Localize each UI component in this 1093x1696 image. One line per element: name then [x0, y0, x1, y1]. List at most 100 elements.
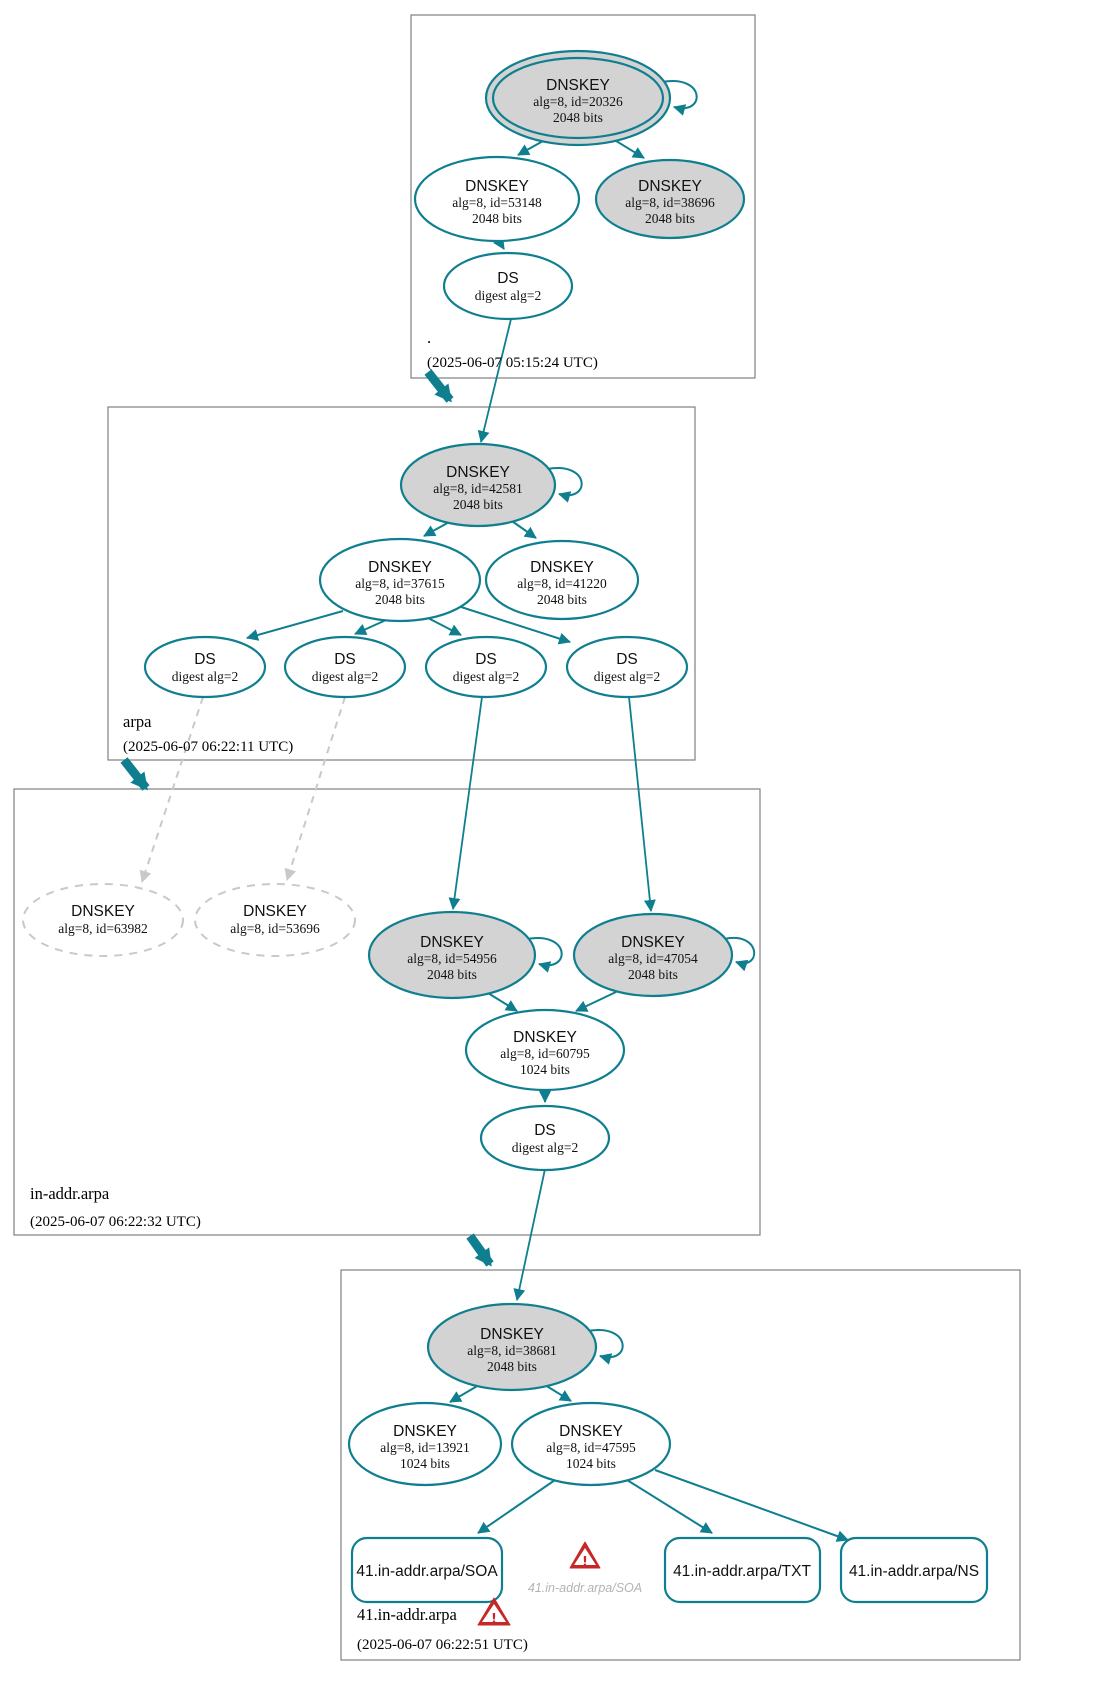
41-in-addr-arpa-zone-content: DNSKEY alg=8, id=38681 2048 bits DNSKEY …: [347, 1302, 989, 1653]
zone-box-arpa: [107, 406, 696, 761]
dnskey-node-arpa-42581[interactable]: DNSKEY alg=8, id=42581 2048 bits: [399, 442, 557, 528]
delegation-arrow-root-to-arpa: [424, 369, 454, 403]
rrset-node-txt[interactable]: 41.in-addr.arpa/TXT: [663, 1536, 822, 1604]
dnskey-node-inaddr-60795[interactable]: DNSKEY alg=8, id=60795 1024 bits: [464, 1008, 626, 1092]
node-detail: alg=8, id=42581: [433, 481, 522, 496]
dnskey-node-inaddr-47054[interactable]: DNSKEY alg=8, id=47054 2048 bits: [572, 912, 734, 998]
edge-root-zsk-to-ds: [493, 236, 505, 250]
node-bits: 2048 bits: [537, 592, 587, 607]
dnskey-node-arpa-41220[interactable]: DNSKEY alg=8, id=41220 2048 bits: [484, 539, 640, 621]
rrset-missing-label: 41.in-addr.arpa/SOA: [528, 1581, 642, 1595]
dnskey-node-41-38681[interactable]: DNSKEY alg=8, id=38681 2048 bits: [426, 1302, 598, 1392]
node-title: DS: [194, 651, 216, 668]
node-detail: alg=8, id=37615: [355, 576, 445, 591]
ds-node-inaddr[interactable]: DS digest alg=2: [479, 1104, 611, 1172]
edge-41-zsk2-to-txt: [626, 1479, 713, 1534]
rrset-node-ns[interactable]: 41.in-addr.arpa/NS: [839, 1536, 989, 1604]
zone-label-root: .: [427, 328, 431, 347]
ds-node-arpa-1[interactable]: DS digest alg=2: [143, 635, 267, 699]
node-bits: 2048 bits: [487, 1359, 537, 1374]
node-detail: digest alg=2: [594, 669, 660, 684]
node-detail: digest alg=2: [453, 669, 519, 684]
node-detail: alg=8, id=54956: [407, 951, 497, 966]
node-bits: 2048 bits: [628, 967, 678, 982]
edge-arpa-ds1-to-missing-dnskey-63982: [139, 696, 204, 883]
edge-arpa-ds2-to-missing-dnskey-53696: [284, 696, 346, 881]
node-title: DNSKEY: [513, 1029, 577, 1046]
node-title: DNSKEY: [546, 77, 610, 94]
node-bits: 1024 bits: [400, 1456, 450, 1471]
self-loop-41-ksk: [587, 1328, 624, 1365]
edge-inaddr-ds-to-41-ksk: [513, 1168, 546, 1301]
zone-label-in-addr-arpa: in-addr.arpa: [30, 1184, 110, 1203]
node-detail: alg=8, id=53148: [452, 195, 542, 210]
root-zone-content: DNSKEY alg=8, id=20326 2048 bits DNSKEY …: [413, 49, 746, 371]
edge-arpa-ds3-to-inaddr-ksk-54956: [448, 696, 483, 910]
rrset-label: 41.in-addr.arpa/TXT: [673, 1563, 811, 1580]
node-title: DNSKEY: [420, 934, 484, 951]
dnskey-node-root-20326[interactable]: DNSKEY alg=8, id=20326 2048 bits: [484, 49, 672, 147]
svg-text:!: !: [491, 1612, 497, 1627]
ds-node-root[interactable]: DS digest alg=2: [442, 251, 574, 321]
node-detail: alg=8, id=41220: [517, 576, 607, 591]
edge-arpa-zsk1-to-ds4: [457, 605, 571, 645]
zone-label-arpa: arpa: [123, 712, 152, 731]
node-bits: 2048 bits: [453, 497, 503, 512]
node-title: DS: [616, 651, 638, 668]
missing-dnskey-node-53696[interactable]: DNSKEY alg=8, id=53696: [194, 883, 356, 957]
node-title: DNSKEY: [530, 559, 594, 576]
self-loop-root-ksk: [661, 79, 698, 116]
self-loop-inaddr-ksk2: [723, 936, 756, 972]
node-bits: 1024 bits: [566, 1456, 616, 1471]
edge-root-ds-to-arpa-ksk: [477, 318, 512, 443]
dnskey-node-root-53148[interactable]: DNSKEY alg=8, id=53148 2048 bits: [413, 155, 581, 243]
node-title: DS: [475, 651, 497, 668]
rrset-node-soa[interactable]: 41.in-addr.arpa/SOA: [350, 1536, 504, 1604]
dnskey-node-41-13921[interactable]: DNSKEY alg=8, id=13921 1024 bits: [347, 1401, 503, 1487]
warning-triangle-icon: !: [569, 1541, 601, 1570]
zone-timestamp-root: (2025-06-07 05:15:24 UTC): [427, 355, 598, 371]
node-title: DS: [334, 651, 356, 668]
zone-timestamp-arpa: (2025-06-07 06:22:11 UTC): [123, 739, 293, 755]
zone-warning-triangle-icon: !: [477, 1597, 511, 1627]
ds-node-arpa-2[interactable]: DS digest alg=2: [283, 635, 407, 699]
in-addr-arpa-zone-content: DNSKEY alg=8, id=63982 DNSKEY alg=8, id=…: [22, 883, 756, 1230]
dnskey-node-inaddr-54956[interactable]: DNSKEY alg=8, id=54956 2048 bits: [367, 910, 537, 1000]
node-title: DNSKEY: [393, 1423, 457, 1440]
node-title: DS: [534, 1122, 556, 1139]
edge-41-zsk2-to-soa: [477, 1479, 556, 1534]
node-detail: alg=8, id=47595: [546, 1440, 636, 1455]
edge-arpa-zsk1-to-ds3: [427, 617, 462, 636]
edge-inaddr-ksk1-to-zsk: [487, 992, 518, 1012]
node-bits: 2048 bits: [427, 967, 477, 982]
ds-node-arpa-4[interactable]: DS digest alg=2: [565, 635, 689, 699]
ds-node-arpa-3[interactable]: DS digest alg=2: [424, 635, 548, 699]
dnskey-node-41-47595[interactable]: DNSKEY alg=8, id=47595 1024 bits: [510, 1401, 672, 1487]
dnskey-node-arpa-37615[interactable]: DNSKEY alg=8, id=37615 2048 bits: [318, 537, 482, 623]
node-detail: digest alg=2: [512, 1140, 578, 1155]
edge-inaddr-ksk2-to-zsk: [575, 991, 617, 1012]
zone-box-in-addr-arpa: [13, 788, 761, 1236]
edge-41-zsk2-to-ns: [654, 1469, 849, 1542]
node-bits: 2048 bits: [553, 110, 603, 125]
delegation-arrow-in-addr-to-41: [466, 1233, 494, 1267]
zone-timestamp-in-addr-arpa: (2025-06-07 06:22:32 UTC): [30, 1214, 201, 1230]
node-title: DNSKEY: [480, 1326, 544, 1343]
zone-timestamp-41-in-addr-arpa: (2025-06-07 06:22:51 UTC): [357, 1637, 528, 1653]
self-loop-arpa-ksk: [546, 466, 583, 503]
edge-41-ksk-to-zsk2: [544, 1384, 572, 1402]
node-title: DNSKEY: [243, 903, 307, 920]
node-title: DNSKEY: [621, 934, 685, 951]
node-title: DNSKEY: [71, 903, 135, 920]
rrset-label: 41.in-addr.arpa/NS: [849, 1563, 979, 1580]
node-detail: digest alg=2: [312, 669, 378, 684]
rrset-node-soa-missing[interactable]: ! 41.in-addr.arpa/SOA: [528, 1541, 642, 1595]
self-loop-inaddr-ksk1: [526, 936, 563, 973]
node-bits: 2048 bits: [472, 211, 522, 226]
missing-dnskey-node-63982[interactable]: DNSKEY alg=8, id=63982: [22, 883, 184, 957]
zone-box-root: [410, 14, 756, 379]
dnskey-node-root-38696[interactable]: DNSKEY alg=8, id=38696 2048 bits: [594, 158, 746, 240]
node-detail: alg=8, id=47054: [608, 951, 698, 966]
node-detail: alg=8, id=53696: [230, 921, 320, 936]
